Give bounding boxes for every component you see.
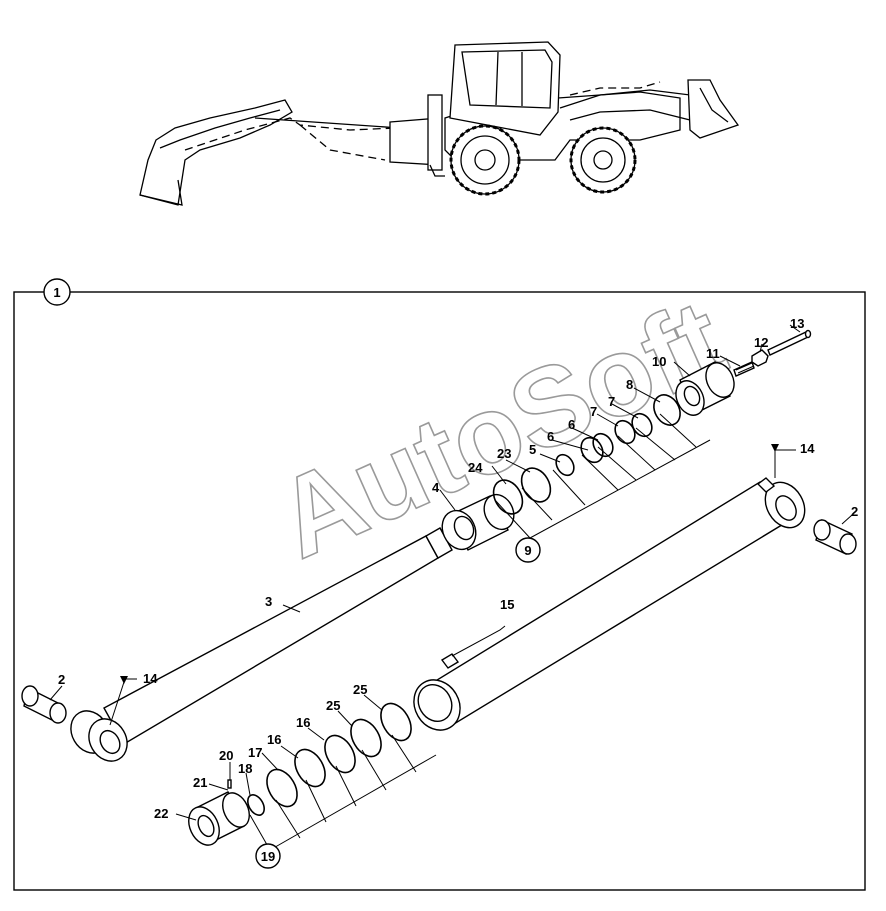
label-6-a: 6: [547, 429, 554, 444]
label-16-b: 16: [296, 715, 310, 730]
label-6-b: 6: [568, 417, 575, 432]
label-15: 15: [500, 597, 514, 612]
label-13: 13: [790, 316, 804, 331]
label-14-left: 14: [143, 671, 158, 686]
label-11: 11: [706, 346, 720, 361]
lower-piston: [188, 791, 250, 846]
label-18: 18: [238, 761, 252, 776]
backhoe-loader-illustration: [139, 41, 740, 206]
label-23: 23: [497, 446, 511, 461]
label-20: 20: [219, 748, 233, 763]
label-7-a: 7: [590, 404, 597, 419]
piston-rod: [70, 527, 453, 762]
label-12: 12: [754, 335, 768, 350]
label-3: 3: [265, 594, 272, 609]
watermark: AutoSoft: [259, 275, 742, 581]
kit-callout-9: [515, 537, 541, 563]
bushing-left: [21, 685, 67, 724]
label-25-b: 25: [353, 682, 367, 697]
label-2-right: 2: [851, 504, 858, 519]
bushing-right: [813, 519, 857, 555]
kit-bracket-9: [494, 413, 711, 539]
assembly-callout-number: 1: [53, 285, 60, 300]
label-24: 24: [468, 460, 483, 475]
kit-callout-19: [255, 843, 281, 869]
label-7-b: 7: [608, 394, 615, 409]
label-5: 5: [529, 442, 536, 457]
pointer-14-left: [120, 676, 128, 684]
pointer-14-right: [771, 444, 779, 452]
assembly-frame: [13, 291, 866, 891]
label-10: 10: [652, 354, 666, 369]
label-14-right: 14: [800, 441, 815, 456]
assembly-callout-circle: [43, 278, 71, 306]
label-9: 9: [524, 543, 531, 558]
label-17: 17: [248, 745, 262, 760]
rod-end-hardware: [733, 329, 812, 377]
leader-lines: [49, 324, 853, 821]
label-8: 8: [626, 377, 633, 392]
label-21: 21: [193, 775, 207, 790]
label-22: 22: [154, 806, 168, 821]
kit-bracket-19: [249, 734, 437, 851]
gland: [441, 493, 515, 551]
piston-head: [675, 361, 735, 416]
label-4: 4: [432, 480, 440, 495]
label-19: 19: [261, 849, 275, 864]
label-16-a: 16: [267, 732, 281, 747]
lower-seal-rings: [227, 702, 412, 816]
cylinder-barrel: [413, 477, 806, 731]
label-2-left: 2: [58, 672, 65, 687]
label-25-a: 25: [326, 698, 340, 713]
